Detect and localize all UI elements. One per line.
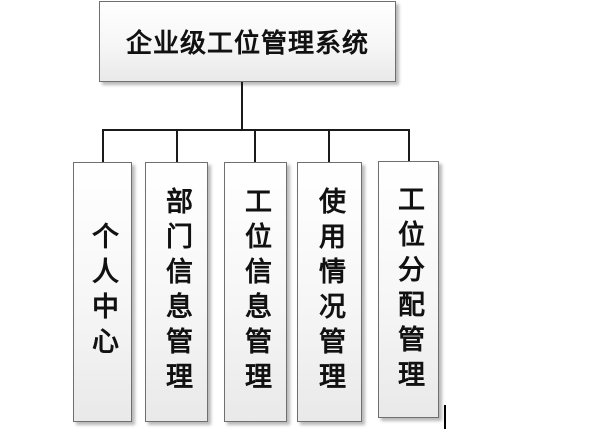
node-label-workstation-info-management: 工位信息管理 <box>240 187 271 397</box>
node-label-workstation-allocation-management: 工位分配管理 <box>393 184 424 395</box>
root-node-box: 企业级工位管理系统 <box>99 1 396 82</box>
node-label-personal-center: 个人中心 <box>87 222 118 362</box>
node-usage-status-management: 使用情况管理 <box>297 162 362 422</box>
drop-connector-workstation-allocation <box>408 129 410 161</box>
node-workstation-info-management: 工位信息管理 <box>224 162 287 422</box>
drop-connector-personal-center <box>102 129 104 162</box>
node-label-department-info-management: 部门信息管理 <box>161 187 192 397</box>
horizontal-bus-connector <box>102 129 410 131</box>
node-department-info-management: 部门信息管理 <box>145 162 208 422</box>
node-personal-center: 个人中心 <box>73 162 132 422</box>
drop-connector-usage-status <box>328 129 330 162</box>
drop-connector-department-info <box>176 129 178 162</box>
node-workstation-allocation-management: 工位分配管理 <box>378 161 439 418</box>
text-cursor <box>444 405 446 429</box>
root-node-label: 企业级工位管理系统 <box>125 29 369 59</box>
root-trunk-connector <box>241 82 243 131</box>
node-label-usage-status-management: 使用情况管理 <box>314 187 345 397</box>
drop-connector-workstation-info <box>254 129 256 162</box>
